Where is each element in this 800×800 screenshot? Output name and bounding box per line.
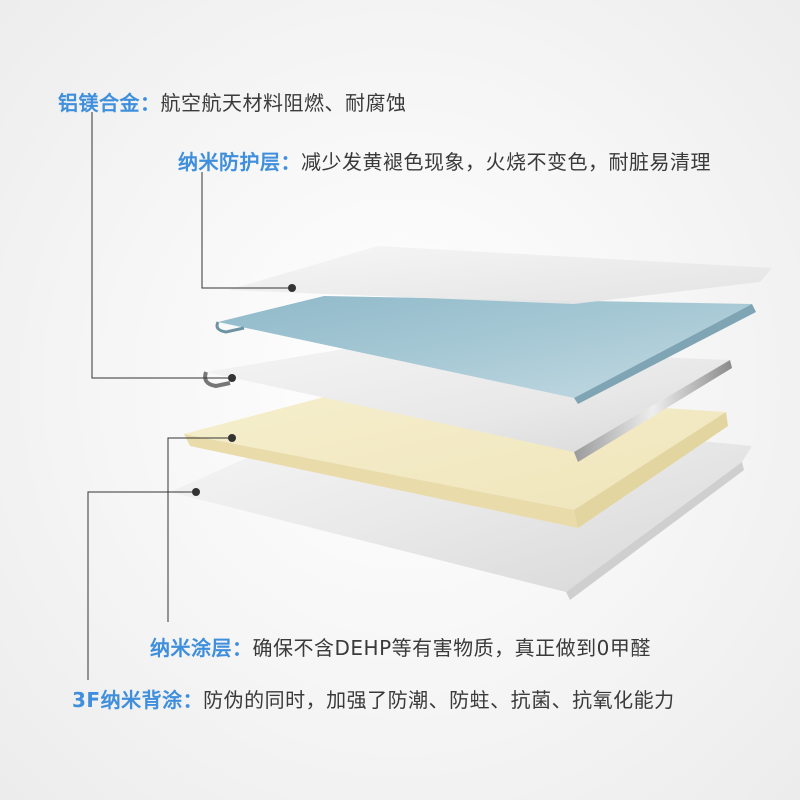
back-coat-desc: 防伪的同时，加强了防潮、防蛀、抗菌、抗氧化能力 (203, 688, 675, 712)
back-coat-leader (87, 491, 196, 680)
nano-protect-label: 纳米防护层：减少发黄褪色现象，火烧不变色，耐脏易清理 (178, 150, 711, 174)
back-coat-dot (192, 488, 200, 496)
nano-protective-layer (215, 296, 756, 404)
nano-coat-title: 纳米涂层： (150, 636, 253, 660)
nano-coat-desc: 确保不含DEHP等有害物质，真正做到0甲醛 (252, 636, 651, 660)
back-coat-title: 3F纳米背涂： (72, 688, 204, 712)
alloy-leader (91, 112, 232, 379)
nano-protect-desc: 减少发黄褪色现象，火烧不变色，耐脏易清理 (301, 150, 711, 174)
alloy-label: 铝镁合金：航空航天材料阻燃、耐腐蚀 (58, 91, 407, 115)
alloy-title: 铝镁合金： (58, 91, 161, 115)
top-film-layer (228, 246, 772, 304)
alloy-dot (228, 374, 236, 382)
nano-coat-leader (167, 437, 232, 622)
leader-lines (87, 112, 292, 680)
nano-protect-dot (288, 284, 296, 292)
back-coat-label: 3F纳米背涂：防伪的同时，加强了防潮、防蛀、抗菌、抗氧化能力 (72, 688, 675, 712)
alloy-desc: 航空航天材料阻燃、耐腐蚀 (160, 91, 407, 115)
leader-dots (192, 284, 296, 496)
nano-protect-title: 纳米防护层： (178, 150, 301, 174)
nano-coat-label: 纳米涂层：确保不含DEHP等有害物质，真正做到0甲醛 (150, 636, 651, 660)
nano-protect-leader (201, 172, 292, 289)
nano-coat-dot (228, 434, 236, 442)
